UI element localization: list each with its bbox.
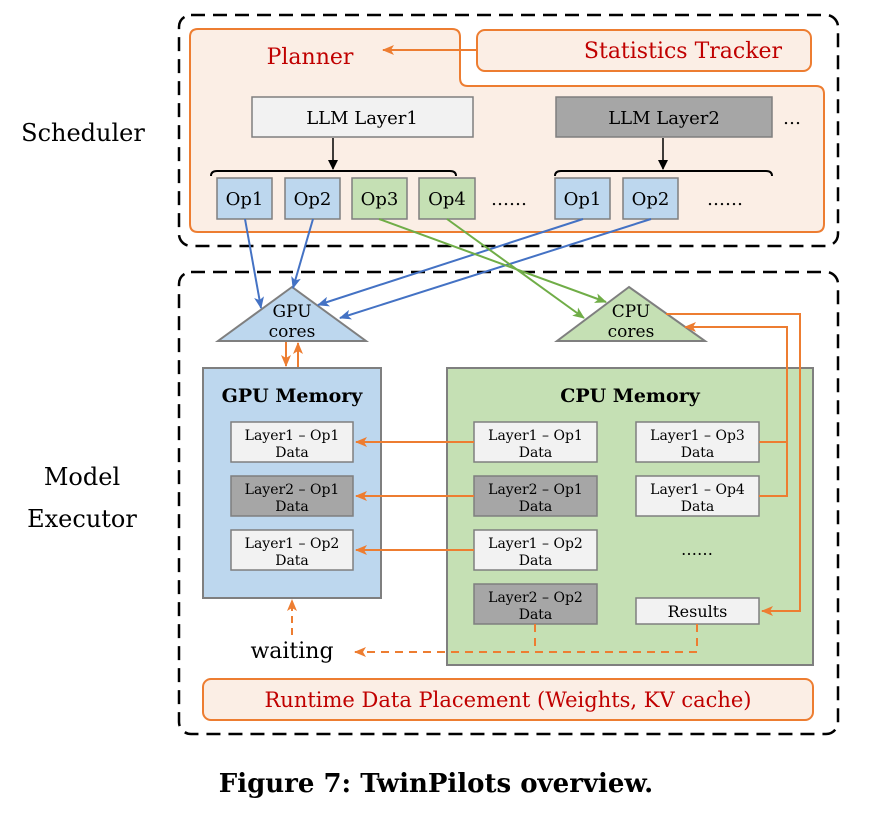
llm-layer1-box: [251, 96, 474, 138]
gpu-data-line2: Data: [275, 553, 309, 569]
cpu-memory-title: CPU Memory: [560, 385, 701, 407]
gpu-data-item: Layer2 – Op1 Data: [230, 475, 354, 517]
gpu-data-item: Layer1 – Op1 Data: [230, 421, 354, 463]
op1-to-gpu-arrow: [244, 218, 264, 309]
l2op2-to-gpu-arrow: [339, 218, 652, 320]
figure-caption: Figure 7: TwinPilots overview.: [219, 769, 653, 799]
cpu-cores-label-1: CPU: [612, 302, 650, 322]
scheduler-label: Scheduler: [21, 119, 145, 147]
cpu-data-line1: Layer1 – Op2: [488, 536, 583, 552]
results-box: Results: [635, 597, 760, 625]
cpu-data-line2: Data: [681, 445, 715, 461]
results-label: Results: [668, 602, 728, 621]
op-label: Op1: [564, 189, 602, 210]
layer2-op2: Op2: [622, 177, 679, 220]
llm-layer2-box: [555, 96, 773, 138]
cpu-data-item: Layer2 – Op2 Data: [473, 583, 598, 625]
cpu-data-line2: Data: [519, 499, 553, 515]
cpu-data-item: Layer1 – Op4 Data: [635, 475, 760, 517]
layer2-op1: Op1: [554, 177, 611, 220]
op-label: Op2: [632, 189, 670, 210]
op2-to-gpu-arrow: [291, 218, 314, 289]
cpu-data-line2: Data: [681, 499, 715, 515]
statistics-tracker-label: Statistics Tracker: [584, 39, 783, 64]
more-layers-ellipsis: …: [783, 108, 801, 129]
cpu-data-line1: Layer1 – Op4: [650, 482, 745, 498]
gpu-data-line2: Data: [275, 445, 309, 461]
gpu-data-line2: Data: [275, 499, 309, 515]
cpu-data-item: Layer1 – Op1 Data: [473, 421, 598, 463]
cpu-data-line2: Data: [519, 553, 553, 569]
cpu-data-line1: Layer1 – Op1: [488, 428, 583, 444]
cpu-data-line1: Layer2 – Op2: [488, 590, 583, 606]
cpu-memory-ellipsis: ……: [681, 540, 713, 559]
gpu-data-line1: Layer1 – Op2: [245, 536, 340, 552]
cpu-data-line2: Data: [519, 445, 553, 461]
layer1-op4: Op4: [418, 177, 476, 220]
cpu-data-item: Layer1 – Op2 Data: [473, 529, 598, 571]
layer2-ops-ellipsis: ……: [707, 189, 743, 210]
results-to-waiting-arrow: [354, 624, 698, 657]
cpu-data-item: Layer1 – Op3 Data: [635, 421, 760, 463]
waiting-label: waiting: [250, 639, 333, 664]
cpu-data-bus: [759, 441, 788, 497]
layer1-ops-ellipsis: ……: [491, 189, 527, 210]
op-label: Op1: [226, 189, 264, 210]
op-label: Op2: [294, 189, 332, 210]
cpu-data-line1: Layer2 – Op1: [488, 482, 583, 498]
cpu-data-to-cores-arrow: [684, 322, 788, 442]
gpu-cores-label-2: cores: [269, 322, 316, 342]
runtime-data-placement-label: Runtime Data Placement (Weights, KV cach…: [264, 688, 751, 712]
llm-layer2-label: LLM Layer2: [608, 108, 720, 129]
model-executor-label-line2: Executor: [27, 505, 137, 533]
cpu-data-line1: Layer1 – Op3: [650, 428, 745, 444]
gpu-data-line1: Layer2 – Op1: [245, 482, 340, 498]
cpu-cores-to-results-arrow: [666, 313, 801, 616]
gpu-memory-title: GPU Memory: [222, 385, 364, 407]
cpu-data-item: Layer2 – Op1 Data: [473, 475, 598, 517]
layer2-brace: [554, 170, 773, 177]
op4-to-cpu-arrow: [446, 218, 585, 319]
layer1-op2: Op2: [284, 177, 341, 220]
model-executor-container: [177, 270, 840, 736]
scheduler-container: [177, 13, 840, 248]
op-label: Op3: [361, 189, 399, 210]
layer1-op3: Op3: [351, 177, 408, 220]
cpu-data-line2: Data: [519, 607, 553, 623]
llm-layer1-label: LLM Layer1: [306, 108, 418, 129]
gpu-cores-triangle: [214, 285, 370, 342]
runtime-data-placement-box: [202, 678, 814, 721]
layer1-op1: Op1: [216, 177, 273, 220]
planner-label: Planner: [267, 45, 354, 70]
op3-to-cpu-arrow: [378, 218, 607, 303]
model-executor-label-line1: Model: [44, 463, 120, 491]
op-label: Op4: [428, 189, 466, 210]
cpu-cores-label-2: cores: [608, 322, 655, 342]
gpu-data-item: Layer1 – Op2 Data: [230, 529, 354, 571]
gpu-cores-label-1: GPU: [272, 302, 311, 322]
l2op1-to-gpu-arrow: [317, 218, 584, 307]
gpu-data-line1: Layer1 – Op1: [245, 428, 340, 444]
layer1-brace: [210, 170, 457, 177]
